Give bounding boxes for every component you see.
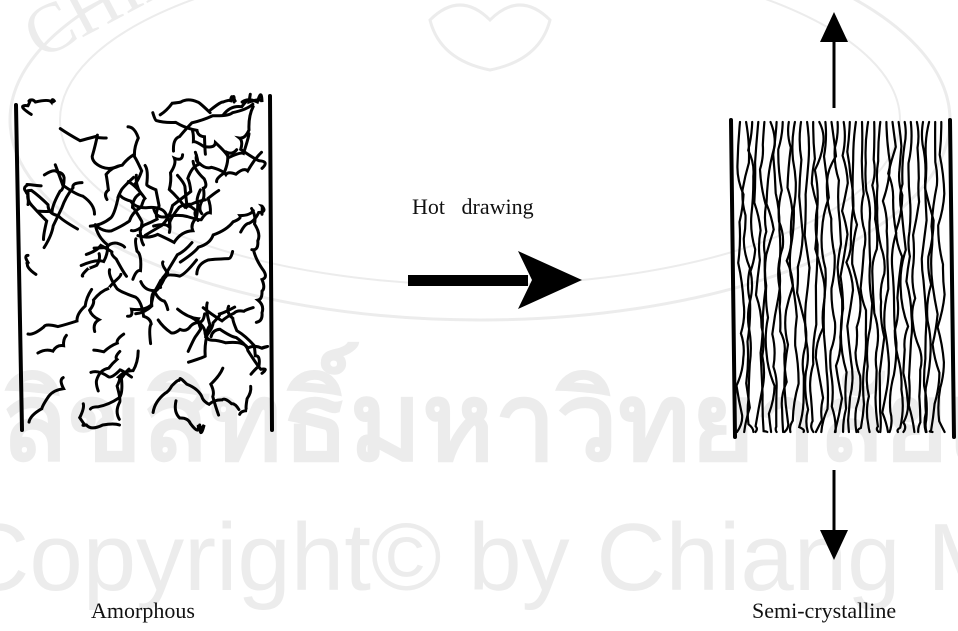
amorphous-chain: [90, 177, 133, 226]
semicrystalline-label: Semi-crystalline: [752, 598, 896, 624]
watermark-arc-text: CHIANG MAI UNIVERSITY: [11, 0, 809, 74]
watermark: CHIANG MAI UNIVERSITY ลิขสิทธิ์มหาวิทยาล…: [0, 0, 958, 611]
amorphous-chain: [38, 335, 67, 353]
amorphous-chain: [160, 100, 210, 115]
amorphous-chain: [94, 334, 124, 352]
amorphous-chain: [26, 255, 36, 274]
process-arrow-shaft: [408, 275, 528, 286]
amorphous-chain: [23, 100, 55, 115]
process-label: Hot drawing: [412, 194, 534, 220]
amorphous-chain: [153, 113, 206, 155]
amorphous-chain: [197, 252, 233, 274]
amorphous-chain: [193, 161, 206, 213]
amorphous-right-wall: [270, 96, 272, 430]
watermark-seal-emblem: [430, 5, 550, 70]
amorphous-chain: [28, 289, 92, 334]
amorphous-chain: [90, 274, 121, 331]
amorphous-chain: [60, 129, 106, 141]
watermark-copyright-text: Copyright© by Chiang Mai University: [0, 504, 958, 611]
amorphous-label: Amorphous: [91, 598, 195, 624]
amorphous-chain: [133, 239, 141, 279]
amorphous-chain: [92, 135, 119, 168]
amorphous-chain: [223, 94, 262, 115]
stretch-up-arrow-head: [820, 12, 848, 42]
process-arrow: [408, 251, 582, 309]
amorphous-chain: [240, 107, 266, 169]
